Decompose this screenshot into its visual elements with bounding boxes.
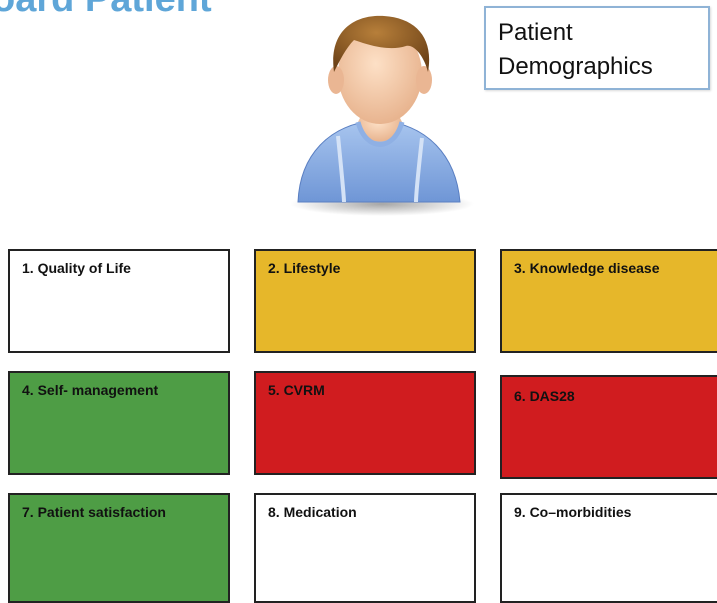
tile-label: 4. Self- management <box>22 382 159 398</box>
tile-das28[interactable]: 6. DAS28 <box>500 375 717 479</box>
patient-demographics-box[interactable]: Patient Demographics <box>484 6 710 90</box>
tile-label: 1. Quality of Life <box>22 260 131 276</box>
patient-avatar-icon <box>290 15 474 216</box>
tile-label: 5. CVRM <box>268 382 325 398</box>
page-title: oard Patient <box>0 0 212 21</box>
tile-label: 9. Co–morbidities <box>514 504 632 520</box>
tile-cvrm[interactable]: 5. CVRM <box>254 371 476 475</box>
tile-label: 6. DAS28 <box>514 388 575 404</box>
tile-medication[interactable]: 8. Medication <box>254 493 476 603</box>
tile-label: 2. Lifestyle <box>268 260 341 276</box>
tile-self-management[interactable]: 4. Self- management <box>8 371 230 475</box>
tile-lifestyle[interactable]: 2. Lifestyle <box>254 249 476 353</box>
tile-label: 8. Medication <box>268 504 357 520</box>
tile-knowledge-disease[interactable]: 3. Knowledge disease <box>500 249 717 353</box>
tile-co-morbidities[interactable]: 9. Co–morbidities <box>500 493 717 603</box>
demographics-line-2: Demographics <box>498 53 653 80</box>
demographics-line-1: Patient <box>498 19 573 46</box>
tile-label: 7. Patient satisfaction <box>22 504 166 520</box>
tile-quality-of-life[interactable]: 1. Quality of Life <box>8 249 230 353</box>
tile-patient-satisfaction[interactable]: 7. Patient satisfaction <box>8 493 230 603</box>
tile-label: 3. Knowledge disease <box>514 260 660 276</box>
